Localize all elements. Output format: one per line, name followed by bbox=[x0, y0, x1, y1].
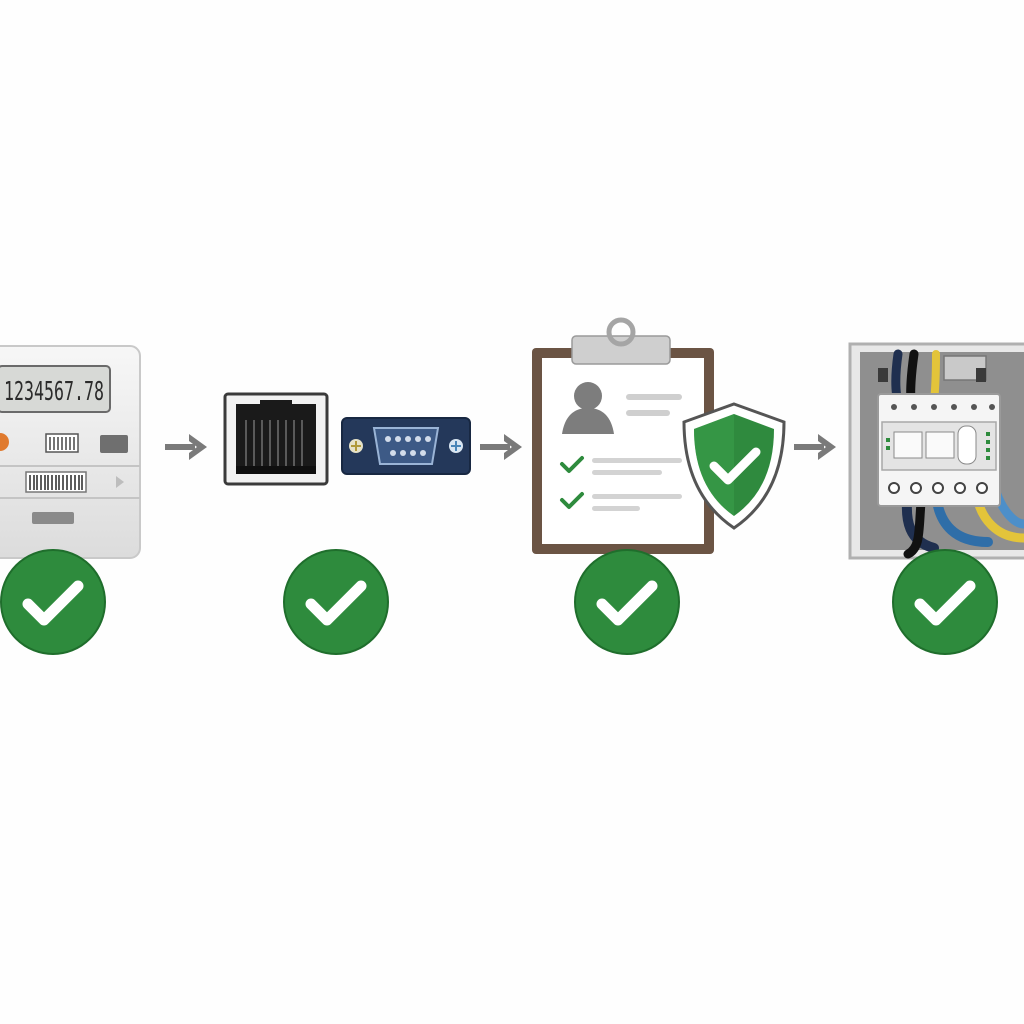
arrow-right-icon bbox=[794, 434, 836, 460]
serial-port-icon bbox=[341, 417, 471, 475]
arrow-right-icon bbox=[165, 434, 207, 460]
verified-check-icon bbox=[892, 549, 998, 655]
electricity-meter-icon: 1234567.78 bbox=[0, 345, 141, 559]
security-shield-icon bbox=[682, 402, 786, 530]
verified-check-icon bbox=[283, 549, 389, 655]
verified-check-icon bbox=[574, 549, 680, 655]
arrow-right-icon bbox=[480, 434, 522, 460]
checkmark-icon bbox=[560, 456, 584, 473]
breaker-panel-icon bbox=[848, 342, 1024, 560]
clipboard-icon bbox=[532, 317, 714, 554]
user-profile-icon bbox=[562, 382, 614, 434]
ethernet-port-icon bbox=[223, 392, 329, 486]
clipboard-profile-shield-icon bbox=[532, 317, 786, 554]
meter-display-reading: 1234567.78 bbox=[4, 377, 104, 407]
ethernet-serial-port-icon bbox=[223, 392, 471, 486]
checkmark-icon bbox=[560, 492, 584, 509]
verified-check-icon bbox=[0, 549, 106, 655]
